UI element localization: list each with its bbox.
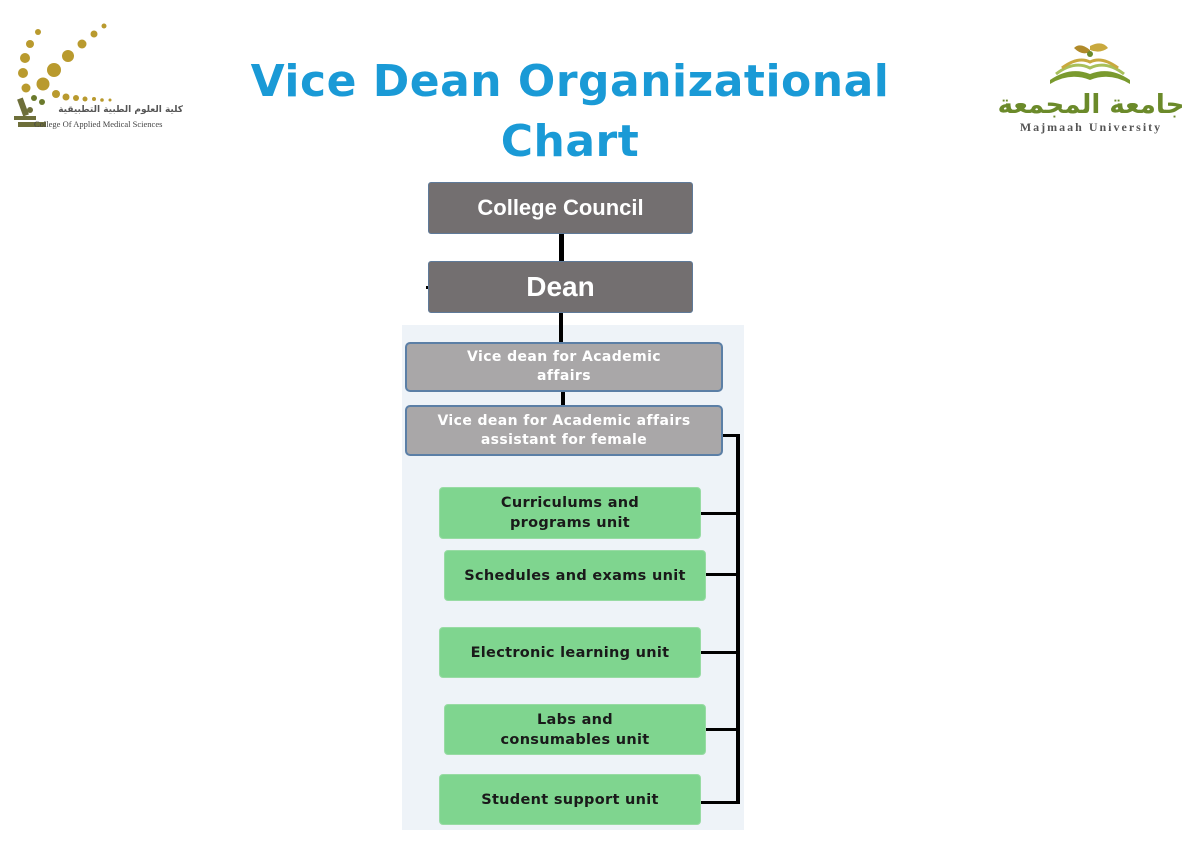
unit-label: Electronic learning unit [470,644,670,661]
connector-unit-5 [700,801,740,804]
university-logo: جامعة المجمعة Majmaah University [990,38,1190,138]
connector-units-trunk [736,434,740,804]
unit-label: Schedules and exams unit [464,567,686,584]
dean-box: Dean [428,261,693,313]
college-arabic-name: كلية العلوم الطبية التطبيقية [58,105,183,115]
unit-box: Electronic learning unit [439,627,701,678]
unit-box: Schedules and exams unit [444,550,706,601]
connector-unit-4 [706,728,740,731]
college-council-box: College Council [428,182,693,234]
connector-assistant-trunk [722,434,740,437]
unit-label: Labs and consumables unit [500,711,650,748]
unit-box: Curriculums and programs unit [439,487,701,539]
connector-unit-2 [706,573,740,576]
connector-dean-vicedean [559,311,563,343]
connector-unit-3 [700,651,740,654]
dean-label: Dean [526,271,595,302]
unit-label: Student support unit [481,791,659,808]
college-logo-icon [14,23,112,127]
vice-dean-assistant-female-box: Vice dean for Academic affairs assistant… [405,405,723,456]
connector-council-dean [559,233,564,263]
connector-unit-1 [700,512,740,515]
university-arabic-name: جامعة المجمعة [997,90,1185,120]
vice-dean-assistant-female-label: Vice dean for Academic affairs assistant… [437,412,691,448]
vice-dean-academic-label: Vice dean for Academic affairs [467,349,661,384]
university-book-logo-icon [1050,43,1130,84]
unit-label: Curriculums and programs unit [500,495,640,531]
university-english-name: Majmaah University [1019,120,1163,134]
connector-vicedean-assistant [561,391,565,407]
page-title: Vice Dean Organizational Chart [250,56,890,167]
college-logo: كلية العلوم الطبية التطبيقية College Of … [8,18,193,133]
college-council-label: College Council [477,195,644,220]
vice-dean-academic-box: Vice dean for Academic affairs [405,342,723,392]
unit-box: Student support unit [439,774,701,825]
unit-box: Labs and consumables unit [444,704,706,755]
college-english-name: College Of Applied Medical Sciences [34,119,163,129]
